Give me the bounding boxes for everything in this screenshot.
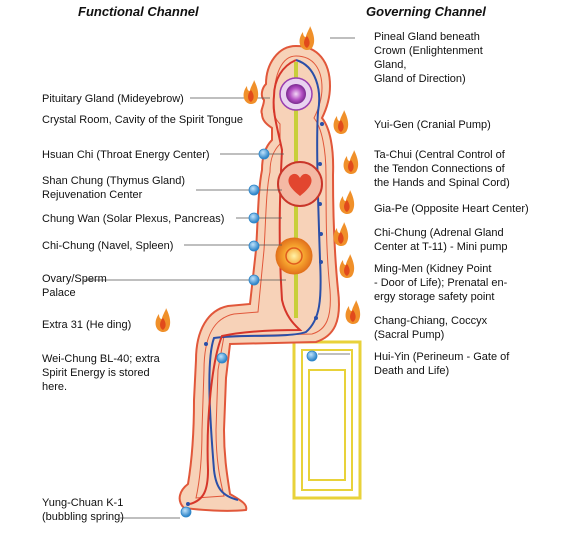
acupoint-markers (186, 122, 324, 506)
pineal-core (286, 84, 306, 104)
flame-icon (345, 300, 361, 324)
label-hui-yin: Hui-Yin (Perineum - Gate of Death and Li… (374, 351, 510, 377)
energy-dots (180, 148, 318, 518)
label-pituitary: Pituitary Gland (Mideyebrow) (42, 93, 184, 105)
label-chung-wan: Chung Wan (Solar Plexus, Pancreas) (42, 213, 225, 225)
label-yung-chuan: Yung-Chuan K-1 (bubbling spring) (42, 497, 124, 523)
label-hsuan-chi: Hsuan Chi (Throat Energy Center) (42, 149, 210, 161)
flame-icon (333, 110, 349, 134)
label-ming-men: Ming-Men (Kidney Point - Door of Life); … (374, 263, 508, 303)
flame-icon (333, 222, 349, 246)
flame-icon (243, 80, 259, 104)
label-shan-chung: Shan Chung (Thymus Gland) Rejuvenation C… (42, 175, 186, 201)
energy-dot-icon (180, 506, 192, 518)
navel-center (275, 237, 313, 275)
energy-dot-icon (306, 350, 318, 362)
energy-dot-icon (248, 212, 260, 224)
label-crystal-room: Crystal Room, Cavity of the Spirit Tongu… (42, 114, 243, 126)
label-gia-pe: Gia-Pe (Opposite Heart Center) (374, 203, 529, 215)
governing-channel (208, 59, 322, 501)
flame-icon (339, 254, 355, 278)
label-wei-chung: Wei-Chung BL-40; extra Spirit Energy is … (42, 353, 160, 393)
flame-markers (155, 26, 361, 332)
functional-channel (189, 59, 303, 505)
energy-dot-icon (258, 148, 270, 160)
label-ta-chui: Ta-Chui (Central Control of the Tendon C… (374, 149, 510, 189)
label-pineal: Pineal Gland beneath Crown (Enlightenmen… (374, 31, 483, 85)
energy-dot-icon (248, 240, 260, 252)
label-yui-gen: Yui-Gen (Cranial Pump) (374, 119, 491, 131)
navel-swirl (285, 247, 303, 265)
label-ovary-sperm: Ovary/Sperm Palace (42, 273, 107, 299)
label-chi-chung-navel: Chi-Chung (Navel, Spleen) (42, 240, 174, 252)
flame-icon (155, 308, 171, 332)
flame-icon (339, 190, 355, 214)
heart-icon (288, 173, 312, 196)
energy-dot-icon (248, 184, 260, 196)
flame-icon (343, 150, 359, 174)
stool (292, 340, 362, 500)
governing-channel-title: Governing Channel (366, 4, 486, 19)
label-chi-chung-adrenal: Chi-Chung (Adrenal Gland Center at T-11)… (374, 227, 508, 253)
flame-icon (299, 26, 315, 50)
label-chang-chiang: Chang-Chiang, Coccyx (Sacral Pump) (374, 315, 488, 341)
energy-dot-icon (248, 274, 260, 286)
functional-channel-title: Functional Channel (78, 4, 199, 19)
energy-dot-icon (216, 352, 228, 364)
label-extra-31: Extra 31 (He ding) (42, 319, 132, 331)
